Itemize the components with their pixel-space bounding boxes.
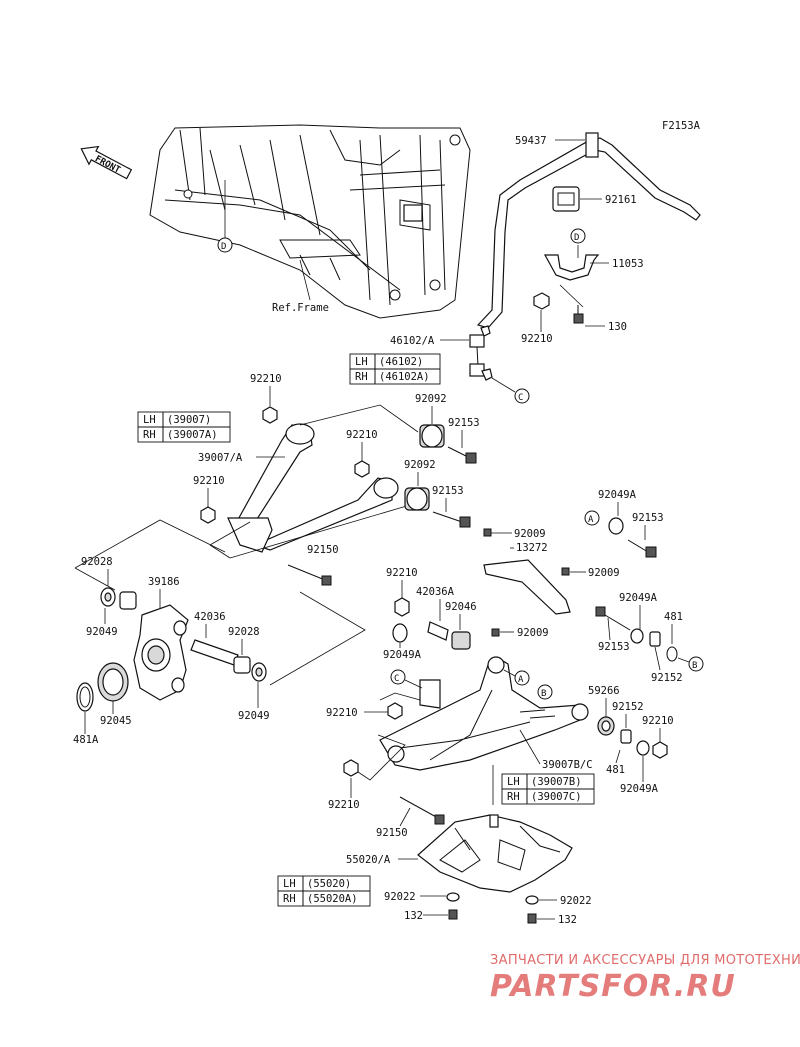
- knuckle-housing: [133, 604, 189, 701]
- part-55020a: 55020/A: [346, 854, 391, 866]
- part-92161: 92161: [605, 194, 637, 206]
- part-92153-low: 92153: [598, 641, 630, 653]
- part-92210-right: 92210: [642, 715, 674, 727]
- part-92150-upper: 92150: [307, 544, 339, 556]
- part-92049a-right: 92049A: [619, 592, 658, 604]
- callout-d-frame: D: [221, 242, 226, 252]
- part-92022-right: 92022: [560, 895, 592, 907]
- table-39007: LH (39007) RH (39007A): [137, 411, 231, 443]
- part-13272: 13272: [516, 542, 548, 554]
- part-92210-lower1: 92210: [386, 567, 418, 579]
- part-92022-left: 92022: [384, 891, 416, 903]
- watermark-tagline: ЗАПЧАСТИ И АКСЕССУАРЫ ДЛЯ МОТОТЕХНИКИ: [490, 953, 800, 968]
- part-92153-right: 92153: [632, 512, 664, 524]
- svg-text:(39007C): (39007C): [531, 791, 582, 803]
- svg-text:(55020A): (55020A): [307, 893, 358, 905]
- part-92049a-low: 92049A: [620, 783, 659, 795]
- part-92092-upper: 92092: [415, 393, 447, 405]
- part-42036a: 42036A: [416, 586, 455, 598]
- svg-text:(39007): (39007): [167, 414, 211, 426]
- part-132-right: 132: [558, 914, 577, 926]
- svg-text:RH: RH: [143, 429, 156, 441]
- part-92210-upper3: 92210: [193, 475, 225, 487]
- table-39007b: LH (39007B) RH (39007C): [501, 773, 595, 805]
- svg-text:(55020): (55020): [307, 878, 351, 890]
- part-481a: 481A: [73, 734, 99, 746]
- callout-a-arm: A: [518, 675, 524, 685]
- svg-text:RH: RH: [283, 893, 296, 905]
- part-92009-low: 92009: [517, 627, 549, 639]
- stabilizer-link: [469, 325, 493, 381]
- svg-text:(39007A): (39007A): [167, 429, 218, 441]
- ref-frame-label: Ref.Frame: [272, 302, 329, 314]
- callout-b-right: B: [692, 661, 697, 671]
- part-92049-right: 92049: [238, 710, 270, 722]
- part-59437: 59437: [515, 135, 547, 147]
- front-arrow-icon: FRONT: [80, 145, 133, 180]
- watermark-logo: PARTSFOR.RU: [490, 969, 736, 1004]
- part-92045: 92045: [100, 715, 132, 727]
- svg-text:(46102A): (46102A): [379, 371, 430, 383]
- upper-a-arm: [227, 423, 399, 553]
- bushing-92092-upper: [419, 424, 445, 448]
- part-92046: 92046: [445, 601, 477, 613]
- part-39007a: 39007/A: [198, 452, 243, 464]
- part-46102a: 46102/A: [390, 335, 435, 347]
- part-92049-left: 92049: [86, 626, 118, 638]
- svg-text:LH: LH: [283, 878, 296, 890]
- lower-a-arm: [379, 656, 589, 771]
- skid-plate: [417, 814, 573, 893]
- part-11053: 11053: [612, 258, 644, 270]
- svg-text:LH: LH: [507, 776, 520, 788]
- part-481-low: 481: [606, 764, 625, 776]
- part-39186: 39186: [148, 576, 180, 588]
- bushing-92092-lower: [404, 487, 430, 511]
- part-92153-mid: 92153: [432, 485, 464, 497]
- part-92153-upper: 92153: [448, 417, 480, 429]
- part-481-top: 481: [664, 611, 683, 623]
- part-39007bc: 39007B/C: [542, 759, 593, 771]
- svg-text:(46102): (46102): [379, 356, 423, 368]
- callout-d-clamp: D: [574, 233, 579, 243]
- part-92028-left: 92028: [81, 556, 113, 568]
- svg-text:RH: RH: [507, 791, 520, 803]
- part-92210-upper1: 92210: [250, 373, 282, 385]
- part-92152-top: 92152: [651, 672, 683, 684]
- part-92210-lower2: 92210: [326, 707, 358, 719]
- svg-text:RH: RH: [355, 371, 368, 383]
- part-59266: 59266: [588, 685, 620, 697]
- diagram-id: F2153A: [662, 120, 701, 132]
- table-46102: LH (46102) RH (46102A): [349, 353, 441, 385]
- part-92210-stab: 92210: [521, 333, 553, 345]
- callout-b-arm: B: [541, 689, 546, 699]
- part-92049a-top: 92049A: [598, 489, 637, 501]
- part-92009-top: 92009: [514, 528, 546, 540]
- part-92152-mid: 92152: [612, 701, 644, 713]
- part-92049a-left: 92049A: [383, 649, 422, 661]
- part-92150-lower: 92150: [376, 827, 408, 839]
- part-42036: 42036: [194, 611, 226, 623]
- part-92210-upper2: 92210: [346, 429, 378, 441]
- stabilizer-bar: [476, 132, 701, 329]
- callout-c-link: C: [518, 393, 523, 403]
- part-92028-right: 92028: [228, 626, 260, 638]
- part-130: 130: [608, 321, 627, 333]
- svg-text:LH: LH: [355, 356, 368, 368]
- svg-text:(39007B): (39007B): [531, 776, 582, 788]
- part-132-left: 132: [404, 910, 423, 922]
- part-92210-lower3: 92210: [328, 799, 360, 811]
- frame-illustration: [149, 124, 471, 319]
- part-92009-mid: 92009: [588, 567, 620, 579]
- part-92092-lower: 92092: [404, 459, 436, 471]
- svg-text:LH: LH: [143, 414, 156, 426]
- callout-c-arm: C: [394, 674, 399, 684]
- table-55020: LH (55020) RH (55020A): [277, 875, 371, 907]
- callout-a-right: A: [588, 515, 594, 525]
